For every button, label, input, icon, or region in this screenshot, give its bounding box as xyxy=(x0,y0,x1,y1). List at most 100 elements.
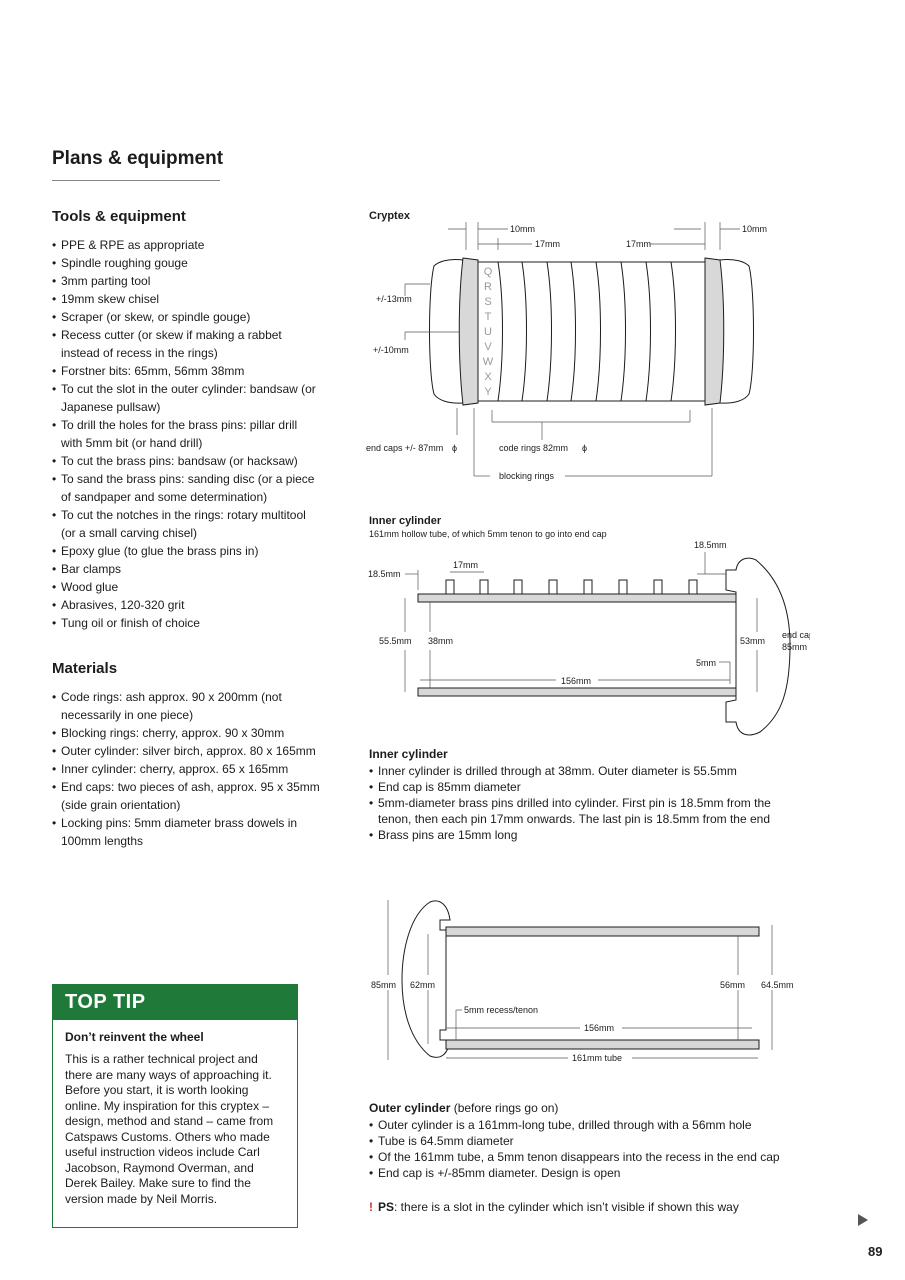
list-item: 19mm skew chisel xyxy=(52,290,317,308)
list-item: PPE & RPE as appropriate xyxy=(52,236,317,254)
outer-tube-bottom-wall xyxy=(445,1039,760,1050)
list-item: To sand the brass pins: sanding disc (or… xyxy=(52,470,317,506)
list-item: To cut the notches in the rings: rotary … xyxy=(52,506,317,542)
brass-pin xyxy=(583,579,593,595)
list-item: Outer cylinder is a 161mm-long tube, dri… xyxy=(369,1117,799,1133)
tube-bottom-wall xyxy=(417,687,737,697)
outer-cylinder-diagram: 85mm 62mm 56mm 64.5mm 5mm recess/tenon 1… xyxy=(371,900,794,1063)
dim-diam-10: +/-10mm xyxy=(373,345,409,355)
label-end-cap-diameter: 85mm xyxy=(782,642,807,652)
label-blocking-rings: blocking rings xyxy=(499,471,555,481)
list-item: Abrasives, 120-320 grit xyxy=(52,596,317,614)
list-item: Epoxy glue (to glue the brass pins in) xyxy=(52,542,317,560)
list-item: Scraper (or skew, or spindle gouge) xyxy=(52,308,317,326)
list-item: Wood glue xyxy=(52,578,317,596)
label-code-rings: code rings 82mm xyxy=(499,443,568,453)
inner-notes-list: Inner cylinder is drilled through at 38m… xyxy=(369,763,799,843)
outer-notes-heading-suffix: (before rings go on) xyxy=(450,1101,559,1115)
list-item: End cap is +/-85mm diameter. Design is o… xyxy=(369,1165,799,1181)
code-letter: T xyxy=(485,311,492,323)
dim-inner-d: 56mm xyxy=(720,980,745,990)
dim-diam-13: +/-13mm xyxy=(376,294,412,304)
top-tip-subheading: Don’t reinvent the wheel xyxy=(65,1030,204,1044)
list-item: Tung oil or finish of choice xyxy=(52,614,317,632)
list-item: Code rings: ash approx. 90 x 200mm (not … xyxy=(52,688,320,724)
list-item: Spindle roughing gouge xyxy=(52,254,317,272)
dim-ring-left: 10mm xyxy=(510,224,535,234)
list-item: Inner cylinder: cherry, approx. 65 x 165… xyxy=(52,760,320,778)
warning-icon: ! xyxy=(369,1200,373,1214)
dim-tenon: 5mm xyxy=(696,658,716,668)
list-item: 5mm-diameter brass pins drilled into cyl… xyxy=(369,795,799,827)
dim-ring-right: 10mm xyxy=(742,224,767,234)
dim-length: 156mm xyxy=(561,676,591,686)
list-item: End caps: two pieces of ash, approx. 95 … xyxy=(52,778,320,814)
list-item: Forstner bits: 65mm, 56mm 38mm xyxy=(52,362,317,380)
dim-outer-d: 55.5mm xyxy=(379,636,412,646)
list-item: Locking pins: 5mm diameter brass dowels … xyxy=(52,814,320,850)
code-letter: Y xyxy=(484,386,492,398)
dim-recess-d: 62mm xyxy=(410,980,435,990)
title-rule xyxy=(52,180,220,181)
code-letter: V xyxy=(484,341,492,353)
tube-top-wall xyxy=(417,593,737,603)
inner-diagram-title: Inner cylinder xyxy=(369,515,442,527)
outer-tube-top-wall xyxy=(445,926,760,937)
ps-label: PS xyxy=(378,1200,395,1214)
outer-notes-heading: Outer cylinder (before rings go on) xyxy=(369,1101,558,1115)
code-letter: U xyxy=(484,326,492,338)
list-item: To cut the brass pins: bandsaw (or hacks… xyxy=(52,452,317,470)
list-item: Tube is 64.5mm diameter xyxy=(369,1133,799,1149)
diameter-symbol: ϕ xyxy=(582,443,587,453)
cryptex-diagram: Q R S T U V W X Y 10mm 17 xyxy=(366,222,767,481)
label-end-cap: end cap xyxy=(782,630,810,640)
brass-pin xyxy=(548,579,558,595)
end-cap-right xyxy=(719,259,754,404)
inner-end-cap xyxy=(725,557,791,736)
outer-notes-list: Outer cylinder is a 161mm-long tube, dri… xyxy=(369,1117,799,1181)
brass-pin xyxy=(513,579,523,595)
label-end-caps: end caps +/- 87mm xyxy=(366,443,443,453)
dim-length-156: 156mm xyxy=(584,1023,614,1033)
next-page-arrow-icon xyxy=(858,1214,868,1226)
ps-note: ! PS: there is a slot in the cylinder whi… xyxy=(369,1200,739,1214)
dim-code-left: 17mm xyxy=(535,239,560,249)
blocking-ring-left xyxy=(458,257,479,406)
dim-outer-d: 64.5mm xyxy=(761,980,794,990)
materials-list: Code rings: ash approx. 90 x 200mm (not … xyxy=(52,688,320,850)
inner-diagram-subtitle: 161mm hollow tube, of which 5mm tenon to… xyxy=(369,529,607,539)
list-item: Brass pins are 15mm long xyxy=(369,827,799,843)
outer-notes-heading-bold: Outer cylinder xyxy=(369,1101,451,1115)
dim-code-right: 17mm xyxy=(626,239,651,249)
end-cap-left xyxy=(429,259,464,404)
page-number: 89 xyxy=(868,1244,883,1259)
dim-pin-gap: 17mm xyxy=(453,560,478,570)
dim-cap-d: 85mm xyxy=(371,980,396,990)
brass-pin xyxy=(688,579,698,595)
code-letter: X xyxy=(484,371,492,383)
top-tip-heading: TOP TIP xyxy=(53,985,297,1020)
brass-pin xyxy=(479,579,489,595)
ps-text: : there is a slot in the cylinder which … xyxy=(394,1200,739,1214)
list-item: Outer cylinder: silver birch, approx. 80… xyxy=(52,742,320,760)
code-letter: S xyxy=(484,296,491,308)
inner-notes-heading: Inner cylinder xyxy=(369,747,448,761)
list-item: Blocking rings: cherry, approx. 90 x 30m… xyxy=(52,724,320,742)
tools-heading: Tools & equipment xyxy=(52,208,186,225)
list-item: Bar clamps xyxy=(52,560,317,578)
brass-pin xyxy=(653,579,663,595)
dim-pin-left: 18.5mm xyxy=(368,569,401,579)
dim-pin-right: 18.5mm xyxy=(694,540,727,550)
list-item: Inner cylinder is drilled through at 38m… xyxy=(369,763,799,779)
brass-pin xyxy=(445,579,455,595)
list-item: Recess cutter (or skew if making a rabbe… xyxy=(52,326,317,362)
top-tip-body: This is a rather technical project and t… xyxy=(65,1052,274,1206)
blocking-ring-right xyxy=(704,257,725,406)
cryptex-title: Cryptex xyxy=(369,210,410,222)
inner-cylinder-diagram: 18.5mm 17mm 18.5mm 55.5mm 38mm 53mm 5mm … xyxy=(368,540,810,736)
top-tip-box: TOP TIP Don’t reinvent the wheel This is… xyxy=(52,984,298,1228)
list-item: 3mm parting tool xyxy=(52,272,317,290)
label-recess: 5mm recess/tenon xyxy=(464,1005,538,1015)
list-item: To drill the holes for the brass pins: p… xyxy=(52,416,317,452)
dim-inner-d: 38mm xyxy=(428,636,453,646)
